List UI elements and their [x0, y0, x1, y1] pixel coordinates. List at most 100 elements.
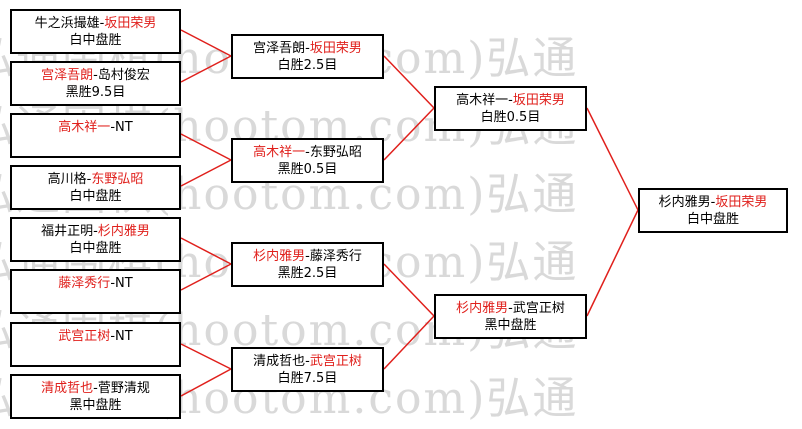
connector-line — [180, 263, 232, 291]
player-separator: - — [305, 249, 310, 264]
connector-line — [180, 29, 232, 57]
player-a: 杉内雅男 — [658, 195, 711, 210]
player-a: 清成哲也 — [253, 354, 306, 369]
match-box: 藤泽秀行-NT — [10, 269, 181, 314]
match-box: 福井正明-杉内雅男 白中盘胜 — [10, 217, 181, 262]
player-a: 杉内雅男 — [253, 249, 306, 264]
player-separator: - — [110, 329, 116, 344]
player-a: 杉内雅男 — [456, 301, 509, 316]
player-separator: - — [110, 276, 116, 291]
connector-line — [180, 343, 232, 370]
match-players: 高木祥一-东野弘昭 — [233, 144, 382, 161]
player-separator: - — [86, 172, 92, 187]
player-a: 武宫正树 — [58, 329, 111, 344]
match-box: 牛之浜撮雄-坂田荣男 白中盘胜 — [10, 9, 181, 54]
player-separator: - — [305, 354, 310, 369]
match-result: 黑胜0.5目 — [277, 162, 338, 177]
match-result: 白中盘胜 — [686, 212, 739, 227]
player-b: 杉内雅男 — [97, 224, 150, 239]
connector-line — [180, 55, 232, 83]
match-players: 杉内雅男-坂田荣男 — [640, 194, 786, 211]
connector-line — [383, 263, 435, 317]
player-a: 牛之浜撮雄 — [34, 16, 100, 31]
player-b: 藤泽秀行 — [309, 249, 362, 264]
connector-line — [180, 237, 232, 265]
player-b: 武宫正树 — [309, 354, 362, 369]
match-result: 黑胜2.5目 — [277, 266, 338, 281]
player-a: 宫泽吾朗 — [41, 68, 94, 83]
player-a: 高木祥一 — [253, 145, 306, 160]
player-b: 坂田荣男 — [512, 93, 565, 108]
match-box: 宫泽吾朗-岛村俊宏 黑胜9.5目 — [10, 61, 181, 106]
player-a: 宫泽吾朗 — [253, 41, 306, 56]
player-separator: - — [110, 120, 116, 135]
match-players: 清成哲也-武宫正树 — [233, 353, 382, 370]
connector-line — [586, 209, 639, 317]
match-result: 白中盘胜 — [69, 33, 122, 48]
match-players: 杉内雅男-武宫正树 — [436, 300, 585, 317]
match-players: 武宫正树-NT — [12, 328, 179, 345]
connector-line — [383, 55, 435, 109]
match-players: 高川格-东野弘昭 — [12, 171, 179, 188]
player-separator: - — [305, 41, 310, 56]
player-separator: - — [305, 145, 310, 160]
match-players: 宫泽吾朗-坂田荣男 — [233, 40, 382, 57]
match-players: 高木祥一-坂田荣男 — [436, 92, 585, 109]
match-result: 黑胜9.5目 — [65, 85, 126, 100]
match-players: 牛之浜撮雄-坂田荣男 — [12, 15, 179, 32]
player-a: 福井正明 — [41, 224, 94, 239]
match-players: 高木祥一-NT — [12, 119, 179, 136]
player-separator: - — [93, 68, 98, 83]
match-box: 高木祥一-坂田荣男 白胜0.5目 — [434, 86, 587, 131]
match-players: 杉内雅男-藤泽秀行 — [233, 248, 382, 265]
player-b: 菅野清规 — [97, 381, 150, 396]
player-separator: - — [93, 224, 98, 239]
player-b: 坂田荣男 — [309, 41, 362, 56]
match-box: 宫泽吾朗-坂田荣男 白胜2.5目 — [231, 34, 384, 79]
match-players: 清成哲也-菅野清规 — [12, 380, 179, 397]
player-separator: - — [93, 381, 98, 396]
player-separator: - — [508, 301, 513, 316]
player-b: NT — [115, 329, 133, 344]
player-separator: - — [710, 195, 716, 210]
match-result: 黑中盘胜 — [69, 398, 122, 413]
player-separator: - — [508, 93, 513, 108]
connector-line — [180, 159, 232, 187]
player-a: 高川格 — [47, 172, 87, 187]
match-result: 白胜0.5目 — [480, 110, 541, 125]
match-players: 藤泽秀行-NT — [12, 275, 179, 292]
match-result: 白胜2.5目 — [277, 58, 338, 73]
connector-line — [383, 107, 435, 161]
connector-line — [383, 315, 435, 370]
match-result: 白中盘胜 — [69, 189, 122, 204]
match-players: 福井正明-杉内雅男 — [12, 223, 179, 240]
player-b: 坂田荣男 — [715, 195, 768, 210]
player-b: 东野弘昭 — [91, 172, 144, 187]
player-a: 藤泽秀行 — [58, 276, 111, 291]
match-box: 清成哲也-武宫正树 白胜7.5目 — [231, 347, 384, 392]
player-a: 清成哲也 — [41, 381, 94, 396]
match-result: 白胜7.5目 — [277, 371, 338, 386]
match-box: 杉内雅男-藤泽秀行 黑胜2.5目 — [231, 242, 384, 287]
player-b: NT — [115, 120, 133, 135]
player-b: 岛村俊宏 — [97, 68, 150, 83]
match-result: 白中盘胜 — [69, 241, 122, 256]
final-match-box: 杉内雅男-坂田荣男 白中盘胜 — [638, 188, 788, 233]
match-box: 高川格-东野弘昭 白中盘胜 — [10, 165, 181, 210]
connector-line — [180, 133, 232, 161]
connector-line — [586, 107, 639, 211]
player-b: 东野弘昭 — [309, 145, 362, 160]
match-box: 高木祥一-NT — [10, 113, 181, 158]
player-b: 武宫正树 — [512, 301, 565, 316]
player-a: 高木祥一 — [58, 120, 111, 135]
match-box: 武宫正树-NT — [10, 322, 181, 367]
connector-line — [180, 368, 232, 397]
match-box: 清成哲也-菅野清规 黑中盘胜 — [10, 374, 181, 419]
player-separator: - — [99, 16, 105, 31]
player-b: NT — [115, 276, 133, 291]
match-result: 黑中盘胜 — [484, 318, 537, 333]
match-box: 高木祥一-东野弘昭 黑胜0.5目 — [231, 138, 384, 183]
player-b: 坂田荣男 — [104, 16, 157, 31]
player-a: 高木祥一 — [456, 93, 509, 108]
